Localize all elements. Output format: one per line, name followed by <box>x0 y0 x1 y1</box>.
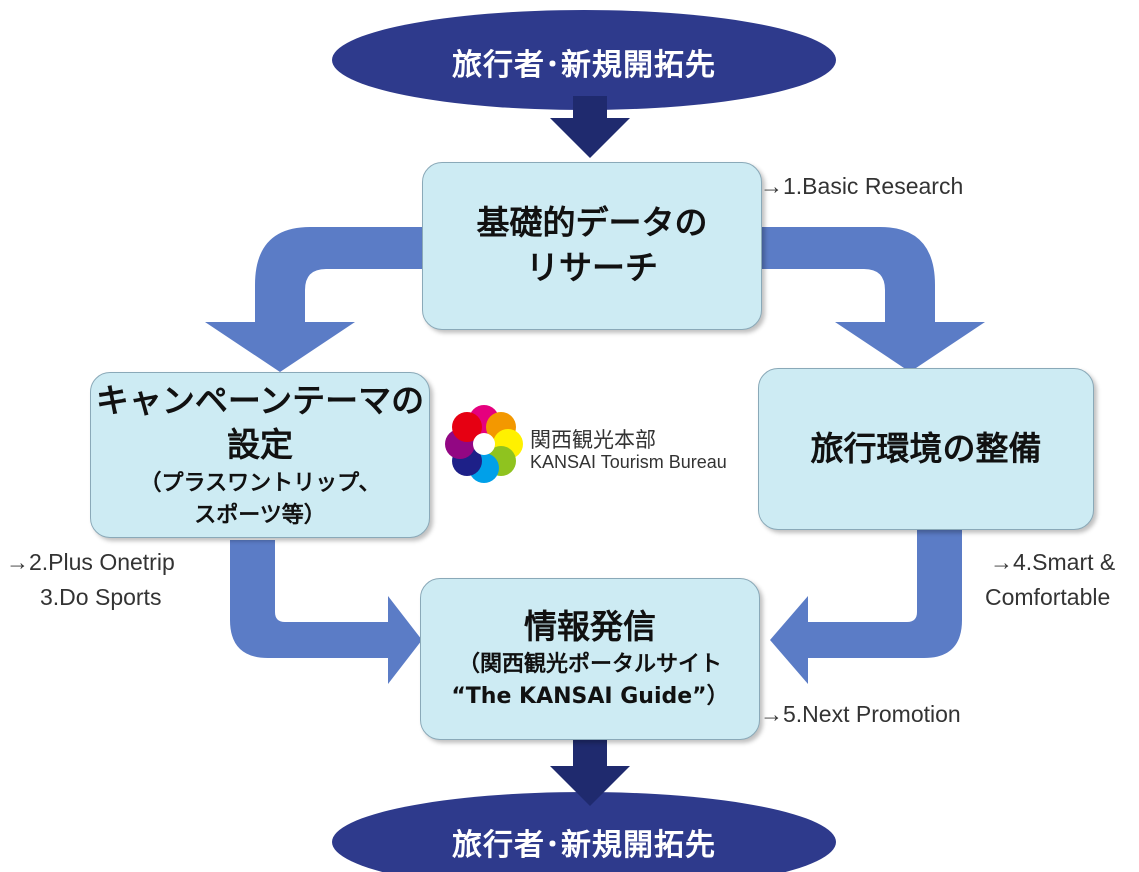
note-do-sports: 3.Do Sports <box>40 584 162 610</box>
arrow-research-to-campaign <box>205 227 430 372</box>
note-smart: →4.Smart & <box>990 549 1116 575</box>
note-comfortable: Comfortable <box>985 584 1111 610</box>
environment-box: 旅行環境の整備 <box>758 368 1094 530</box>
campaign-box-line3: （プラスワントリップ、 <box>139 470 381 496</box>
note-plus-onetrip: →2.Plus Onetrip <box>6 549 175 575</box>
top-node-label: 旅行者･新規開拓先 <box>452 48 716 83</box>
campaign-box: キャンペーンテーマの 設定 （プラスワントリップ、 スポーツ等） <box>90 372 430 538</box>
bottom-node-ellipse <box>332 792 836 872</box>
info-box-line2: （関西観光ポータルサイト <box>457 652 722 678</box>
logo-name: 関西観光本部 <box>530 428 656 452</box>
logo-subtitle: KANSAI Tourism Bureau <box>530 452 727 472</box>
logo-flower-icon <box>445 405 523 483</box>
top-node-ellipse <box>332 10 836 110</box>
arrow-research-to-environment <box>760 227 985 372</box>
info-box: 情報発信 （関西観光ポータルサイト “The KANSAI Guide”） <box>420 578 760 740</box>
environment-box-line1: 旅行環境の整備 <box>810 428 1042 468</box>
arrow-campaign-to-info <box>230 540 422 684</box>
campaign-box-line1: キャンペーンテーマの <box>95 380 425 420</box>
note-basic-research: →1.Basic Research <box>760 173 964 199</box>
campaign-box-line2: 設定 <box>227 425 293 465</box>
bottom-node-label: 旅行者･新規開拓先 <box>452 828 716 863</box>
arrow-top-to-research <box>550 96 630 158</box>
research-box-line2: リサーチ <box>526 248 658 287</box>
arrow-environment-to-info <box>770 530 962 684</box>
campaign-box-line4: スポーツ等） <box>194 502 326 528</box>
research-box-line1: 基礎的データの <box>476 203 708 243</box>
info-box-line1: 情報発信 <box>524 606 656 646</box>
research-box: 基礎的データの リサーチ <box>422 162 762 330</box>
note-next-promotion: →5.Next Promotion <box>760 701 961 727</box>
info-box-line3: “The KANSAI Guide”） <box>451 684 729 710</box>
arrow-info-to-bottom <box>550 740 630 806</box>
